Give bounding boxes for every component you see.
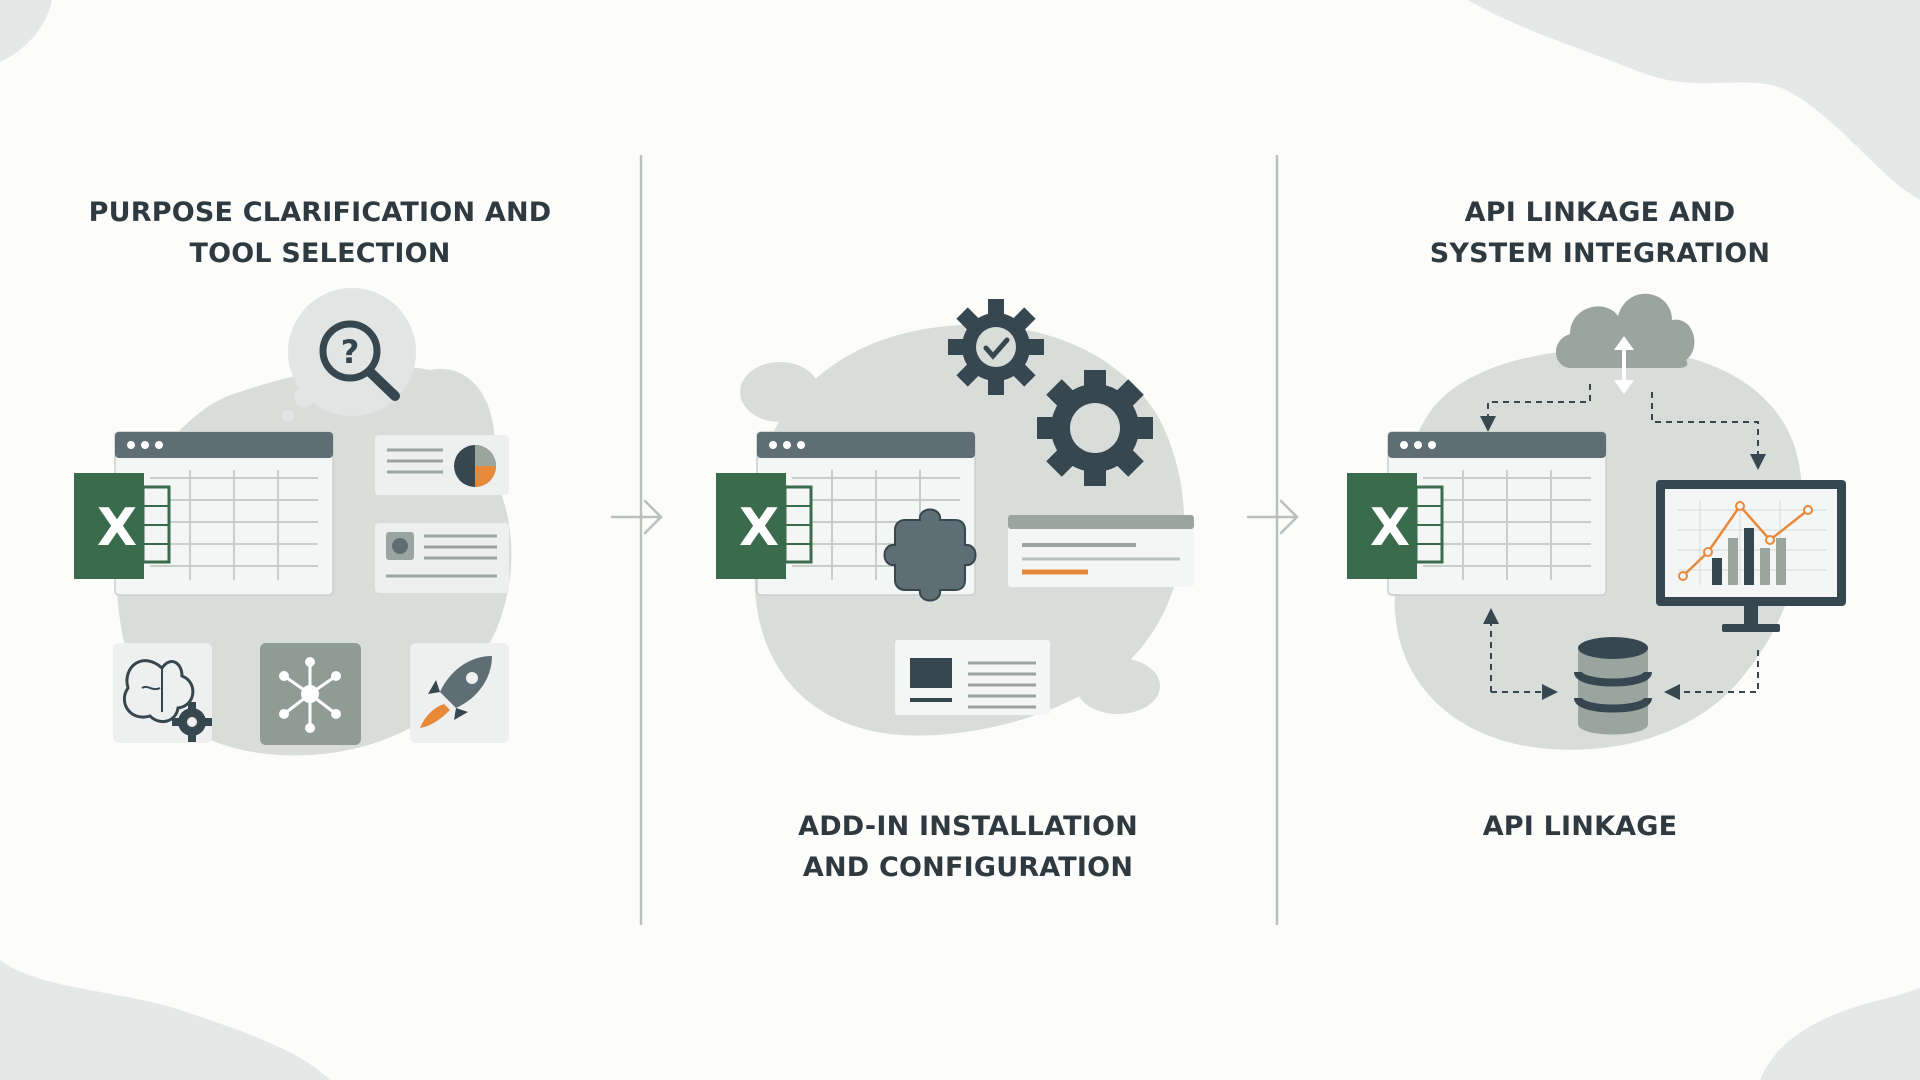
gear-icon <box>1037 370 1153 486</box>
excel-icon: X <box>716 473 813 579</box>
settings-panel-icon <box>1008 515 1194 587</box>
document-card-icon <box>895 640 1050 715</box>
step-caption-api-linkage: API LINKAGE <box>1482 811 1678 842</box>
gear-check-icon <box>948 299 1044 395</box>
step-title-add-in-installation: ADD-IN INSTALLATION AND CONFIGURATION <box>798 811 1138 883</box>
question-magnifier-icon: ? <box>282 288 416 422</box>
database-icon <box>1574 637 1652 735</box>
puzzle-piece-icon <box>883 508 977 602</box>
image-text-card-icon <box>375 523 509 593</box>
rocket-icon <box>410 643 509 743</box>
excel-letter: X <box>1370 498 1410 558</box>
monitor-chart-icon <box>1656 480 1846 632</box>
excel-icon: X <box>74 473 171 579</box>
excel-icon: X <box>1347 473 1444 579</box>
step-1-illustration: ? X <box>74 288 512 756</box>
step-3-illustration: X <box>1347 293 1846 750</box>
cloud-sync-icon <box>1555 293 1695 394</box>
step-title-api-system-integration: API LINKAGE AND SYSTEM INTEGRATION <box>1429 197 1771 269</box>
step-title-purpose-clarification: PURPOSE CLARIFICATION AND TOOL SELECTION <box>88 197 552 269</box>
step-2-illustration: X <box>716 299 1194 736</box>
brain-gear-icon <box>113 643 212 743</box>
excel-letter: X <box>97 498 137 558</box>
pie-chart-card-icon <box>375 435 509 495</box>
svg-text:?: ? <box>341 333 360 371</box>
network-hub-icon <box>260 643 361 745</box>
arrow-right-icon <box>610 499 663 535</box>
data-flow-connectors <box>1480 384 1766 700</box>
excel-letter: X <box>739 498 779 558</box>
arrow-right-icon <box>1246 499 1299 535</box>
